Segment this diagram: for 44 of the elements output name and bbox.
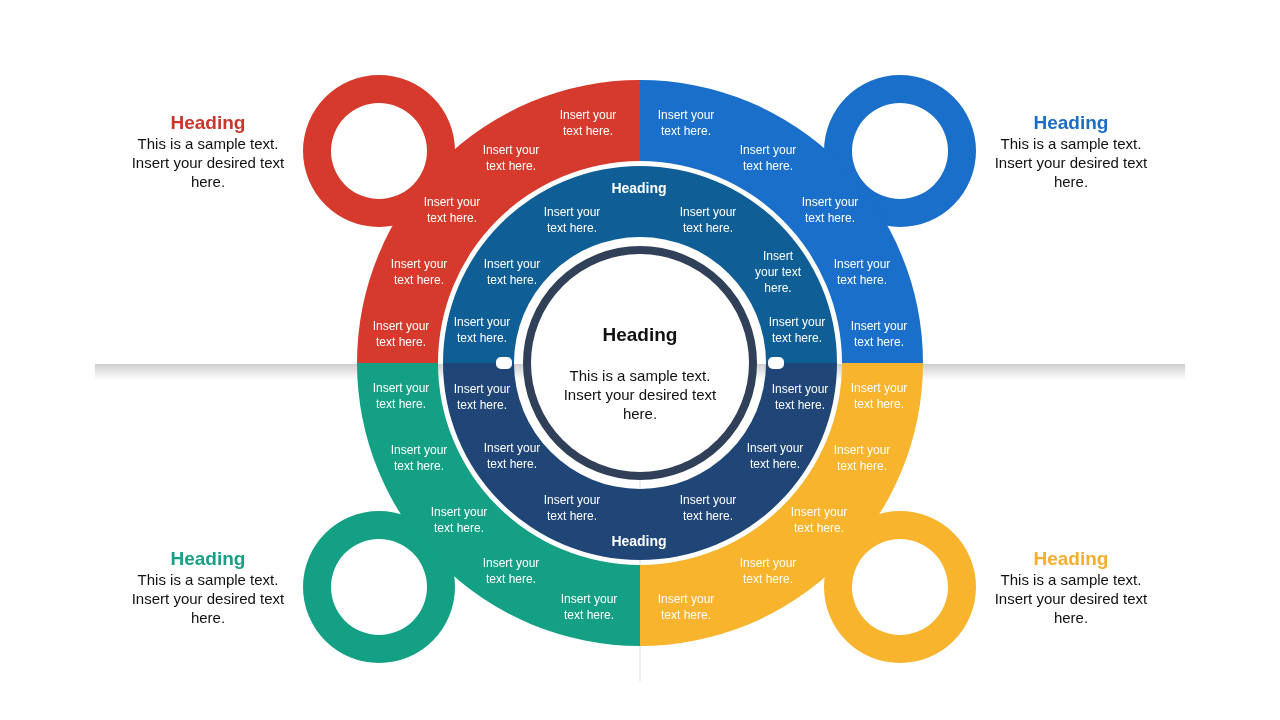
body-text: This is a sample text. Insert your desired text here. [562,365,718,423]
body-text: Insert your text here. [745,440,805,472]
body-text: Insert your text here. [482,440,542,472]
body-text: Insert your text here. [482,256,542,288]
body-text: Insert your text here. [559,591,619,623]
body-text: Insert your text here. [452,381,512,413]
body-text: Insert your text here. [678,204,738,236]
body-text: Insert your text here. [754,248,802,296]
body-text: This is a sample text. Insert your desired text here. [130,570,286,627]
body-text: Insert your text here. [849,380,909,412]
body-text: Insert your text here. [738,555,798,587]
body-text: Insert your text here. [481,555,541,587]
body-text: Insert your text here. [800,194,860,226]
body-text: Insert your text here. [542,492,602,524]
body-text: Insert your text here. [656,107,716,139]
body-text: Insert your text here. [678,492,738,524]
heading: Heading [601,324,679,346]
body-text: Insert your text here. [429,504,489,536]
heading: Heading [1032,548,1110,570]
body-text: This is a sample text. Insert your desired text here. [993,134,1149,191]
body-text: Insert your text here. [789,504,849,536]
body-text: Insert your text here. [558,107,618,139]
body-text: This is a sample text. Insert your desired text here. [130,134,286,191]
body-text: Insert your text here. [656,591,716,623]
heading: Heading [169,548,247,570]
body-text: Insert your text here. [371,318,431,350]
body-text: Insert your text here. [832,256,892,288]
body-text: Insert your text here. [738,142,798,174]
body-text: Insert your text here. [770,381,830,413]
body-text: Insert your text here. [371,380,431,412]
heading: Heading [610,533,668,549]
body-text: Insert your text here. [481,142,541,174]
body-text: Insert your text here. [452,314,512,346]
body-text: Insert your text here. [422,194,482,226]
body-text: Insert your text here. [389,256,449,288]
body-text: Insert your text here. [767,314,827,346]
body-text: Insert your text here. [542,204,602,236]
heading: Heading [169,112,247,134]
heading: Heading [1032,112,1110,134]
body-text: Insert your text here. [832,442,892,474]
body-text: This is a sample text. Insert your desired text here. [993,570,1149,627]
body-text: Insert your text here. [849,318,909,350]
heading: Heading [610,180,668,196]
body-text: Insert your text here. [389,442,449,474]
